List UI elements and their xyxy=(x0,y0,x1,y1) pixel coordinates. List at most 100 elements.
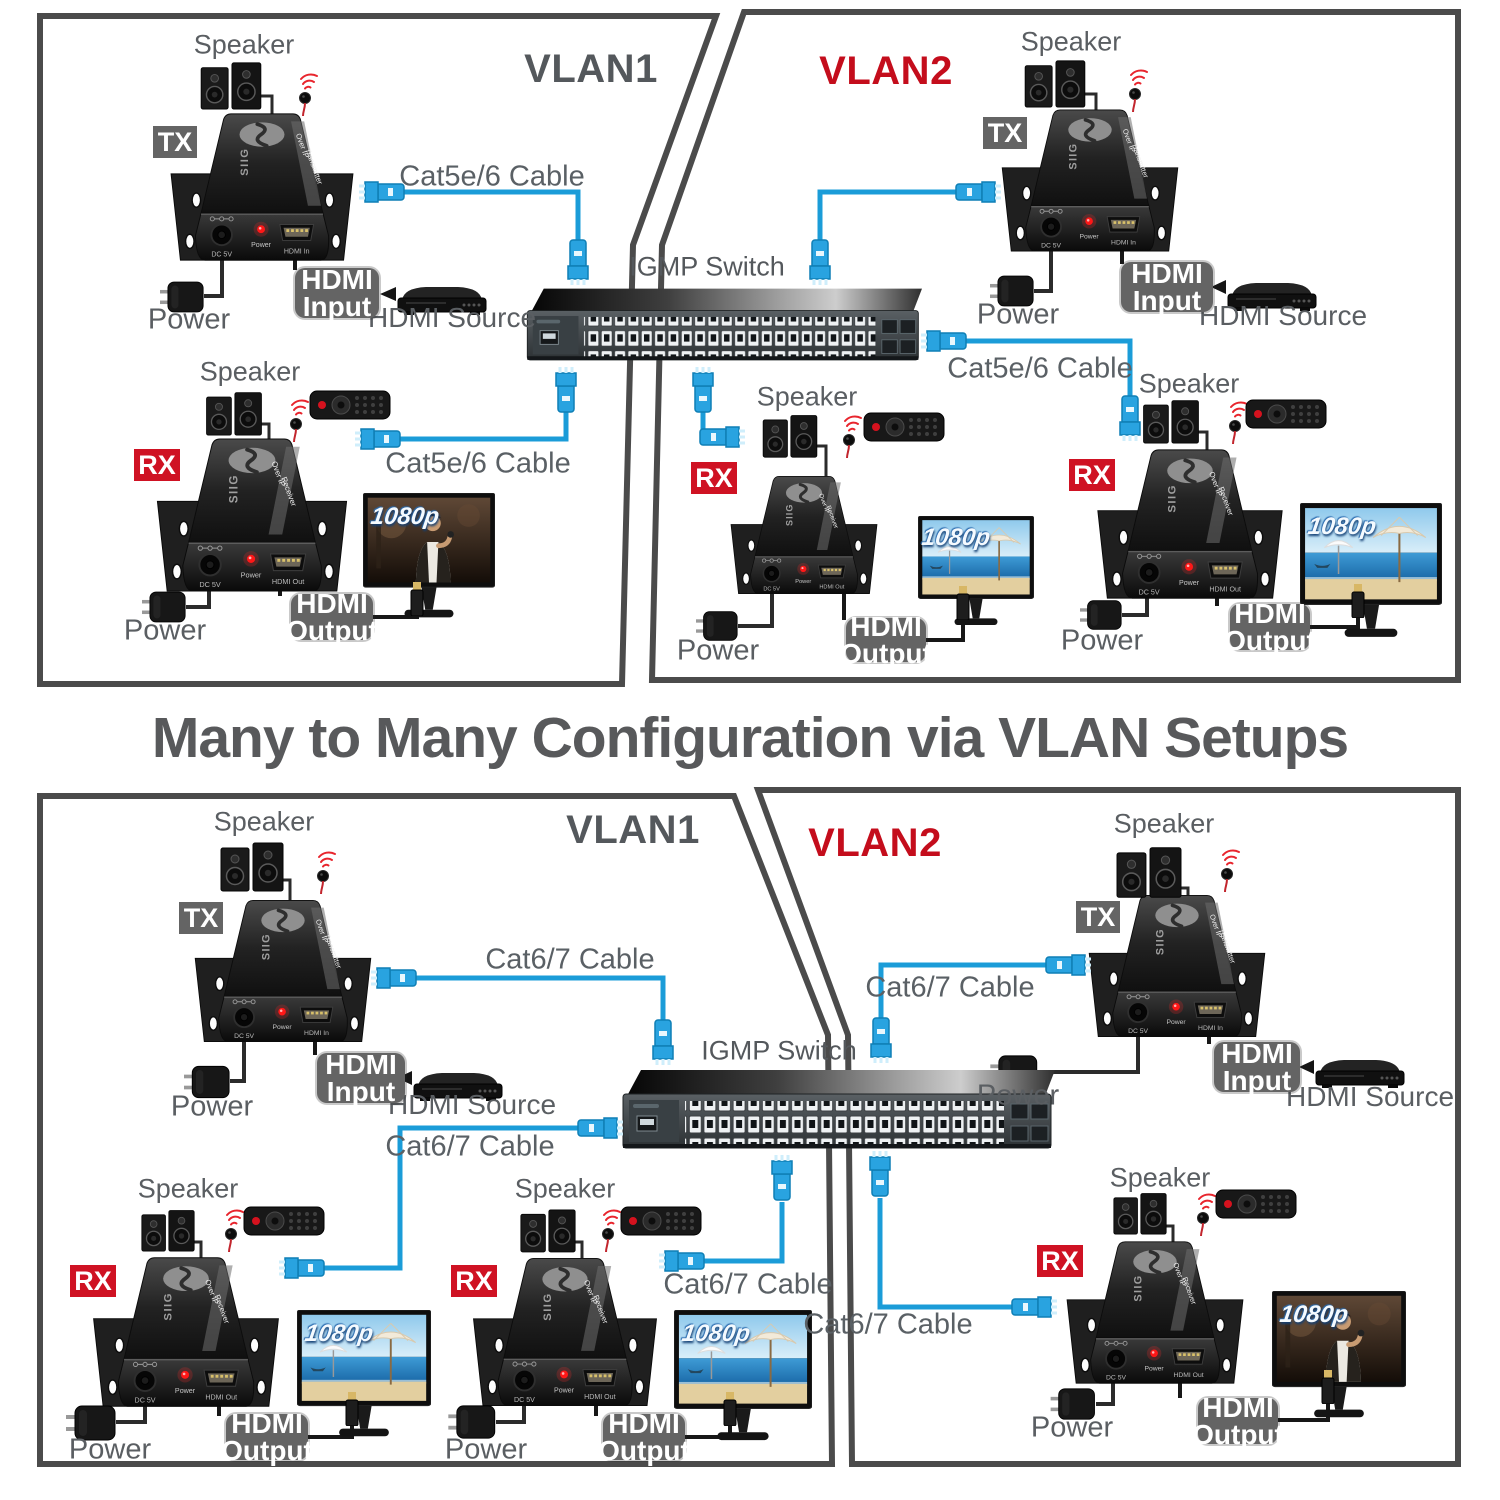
hdmi-output-line2: Output xyxy=(221,1435,313,1466)
rx-badge: RX xyxy=(1069,459,1115,491)
hdmi-source-label: HDMI Source xyxy=(387,1089,557,1120)
tx-badge: TX xyxy=(983,117,1027,149)
speaker-label: Speaker xyxy=(1138,368,1240,399)
cable-label: Cat6/7 Cable xyxy=(865,971,1035,1004)
tx-unit-top-right xyxy=(1000,108,1180,253)
rx-unit-top-center xyxy=(729,474,879,596)
power-label: Power xyxy=(68,1433,152,1466)
igmp-switch-top xyxy=(526,288,922,361)
power-label: Power xyxy=(976,298,1060,331)
hdmi-output-line2: Output xyxy=(1192,1419,1284,1450)
cable-label: Cat6/7 Cable xyxy=(663,1268,833,1301)
hdmi-output-line1: HDMI xyxy=(296,587,368,619)
hdmi-input-box: HDMI Input xyxy=(1121,257,1213,316)
hdmi-input-line1: HDMI xyxy=(1131,257,1203,289)
power-label: Power xyxy=(170,1090,254,1123)
hdmi-input-box: HDMI Input xyxy=(1214,1037,1300,1096)
hdmi-output-box: HDMI Output xyxy=(286,589,378,645)
hdmi-output-line2: Output xyxy=(286,615,378,646)
speaker-label: Speaker xyxy=(1020,26,1122,57)
hdmi-input-line2: Input xyxy=(1222,1065,1292,1096)
tx-badge: TX xyxy=(1076,901,1120,933)
page-title: Many to Many Configuration via VLAN Setu… xyxy=(151,706,1349,770)
resolution-label: 1080p xyxy=(920,524,992,551)
power-label: Power xyxy=(676,634,760,667)
power-label: Power xyxy=(147,303,231,336)
vlan1-label-bottom: VLAN1 xyxy=(566,808,700,852)
panel-top-vlan2 xyxy=(648,9,1461,683)
speaker-label: Speaker xyxy=(1109,1162,1211,1193)
rx-unit-bottom-right xyxy=(1065,1240,1245,1385)
power-label: Power xyxy=(1060,624,1144,657)
hdmi-output-box: HDMI Output xyxy=(840,612,932,668)
speaker-label: Speaker xyxy=(137,1173,239,1204)
resolution-label: 1080p xyxy=(369,503,441,530)
rx-badge: RX xyxy=(1037,1245,1083,1277)
hdmi-source-label: HDMI Source xyxy=(367,302,537,333)
hdmi-output-box: HDMI Output xyxy=(1224,599,1316,655)
panel-bottom-vlan2 xyxy=(753,787,1461,1467)
hdmi-source-label: HDMI Source xyxy=(1198,300,1368,331)
hdmi-input-line1: HDMI xyxy=(301,263,373,295)
hdmi-input-line1: HDMI xyxy=(325,1048,397,1080)
rx-badge: RX xyxy=(70,1265,116,1297)
panel-bottom-vlan1 xyxy=(37,793,836,1467)
rx-badge: RX xyxy=(134,449,180,481)
speaker-label: Speaker xyxy=(213,806,315,837)
vlan2-label-top: VLAN2 xyxy=(819,49,953,93)
power-label: Power xyxy=(444,1433,528,1466)
power-label: Power xyxy=(976,1079,1060,1112)
tx-unit-top-left xyxy=(169,112,355,262)
resolution-label: 1080p xyxy=(680,1320,752,1347)
hdmi-input-line1: HDMI xyxy=(1221,1037,1293,1069)
cable-label: Cat6/7 Cable xyxy=(803,1308,973,1341)
power-label: Power xyxy=(1030,1411,1114,1444)
rx-unit-top-right xyxy=(1095,448,1285,600)
speaker-label: Speaker xyxy=(193,29,295,60)
hdmi-output-line2: Output xyxy=(1224,625,1316,656)
speaker-label: Speaker xyxy=(1113,808,1215,839)
hdmi-input-line2: Input xyxy=(302,291,372,322)
vlan1-label-top: VLAN1 xyxy=(524,47,658,91)
hdmi-input-line2: Input xyxy=(1132,285,1202,316)
tx-badge: TX xyxy=(179,902,223,934)
vlan-panels xyxy=(37,9,1461,1467)
rx-badge: RX xyxy=(451,1265,497,1297)
hdmi-output-line2: Output xyxy=(840,638,932,669)
cable-label: Cat6/7 Cable xyxy=(385,1130,555,1163)
cable-label: Cat6/7 Cable xyxy=(485,943,655,976)
panel-top-vlan1 xyxy=(37,13,721,687)
tx-badge: TX xyxy=(153,126,197,158)
igmp-switch-label-top: IGMP Switch xyxy=(629,251,785,282)
hdmi-output-line1: HDMI xyxy=(608,1407,680,1439)
hdmi-output-box: HDMI Output xyxy=(598,1409,690,1465)
power-label: Power xyxy=(123,614,207,647)
cable-label: Cat5e/6 Cable xyxy=(385,447,571,480)
resolution-label: 1080p xyxy=(1278,1301,1350,1328)
rx-badge: RX xyxy=(691,462,737,494)
speaker-label: Speaker xyxy=(756,381,858,412)
hdmi-output-box: HDMI Output xyxy=(221,1409,313,1465)
hdmi-output-line1: HDMI xyxy=(850,610,922,642)
hdmi-output-line1: HDMI xyxy=(1202,1391,1274,1423)
hdmi-source-label: HDMI Source xyxy=(1285,1081,1455,1112)
cable-label: Cat5e/6 Cable xyxy=(399,160,585,193)
hdmi-output-box: HDMI Output xyxy=(1192,1393,1284,1449)
speaker-label: Speaker xyxy=(199,356,301,387)
hdmi-input-box: HDMI Input xyxy=(317,1048,405,1107)
hdmi-input-box: HDMI Input xyxy=(295,263,379,322)
hdmi-input-line2: Input xyxy=(326,1076,396,1107)
hdmi-output-line1: HDMI xyxy=(1234,597,1306,629)
rx-unit-bottom-center xyxy=(471,1256,659,1408)
speaker-label: Speaker xyxy=(514,1173,616,1204)
hdmi-output-line2: Output xyxy=(598,1435,690,1466)
resolution-label: 1080p xyxy=(303,1320,375,1347)
igmp-switch-label-bottom: IGMP Switch xyxy=(701,1035,857,1066)
hdmi-output-line1: HDMI xyxy=(231,1407,303,1439)
vlan2-label-bottom: VLAN2 xyxy=(808,821,942,865)
ethernet-cables xyxy=(310,189,1133,1310)
rx-unit-top-left xyxy=(157,439,346,591)
cable-label: Cat5e/6 Cable xyxy=(947,352,1133,385)
